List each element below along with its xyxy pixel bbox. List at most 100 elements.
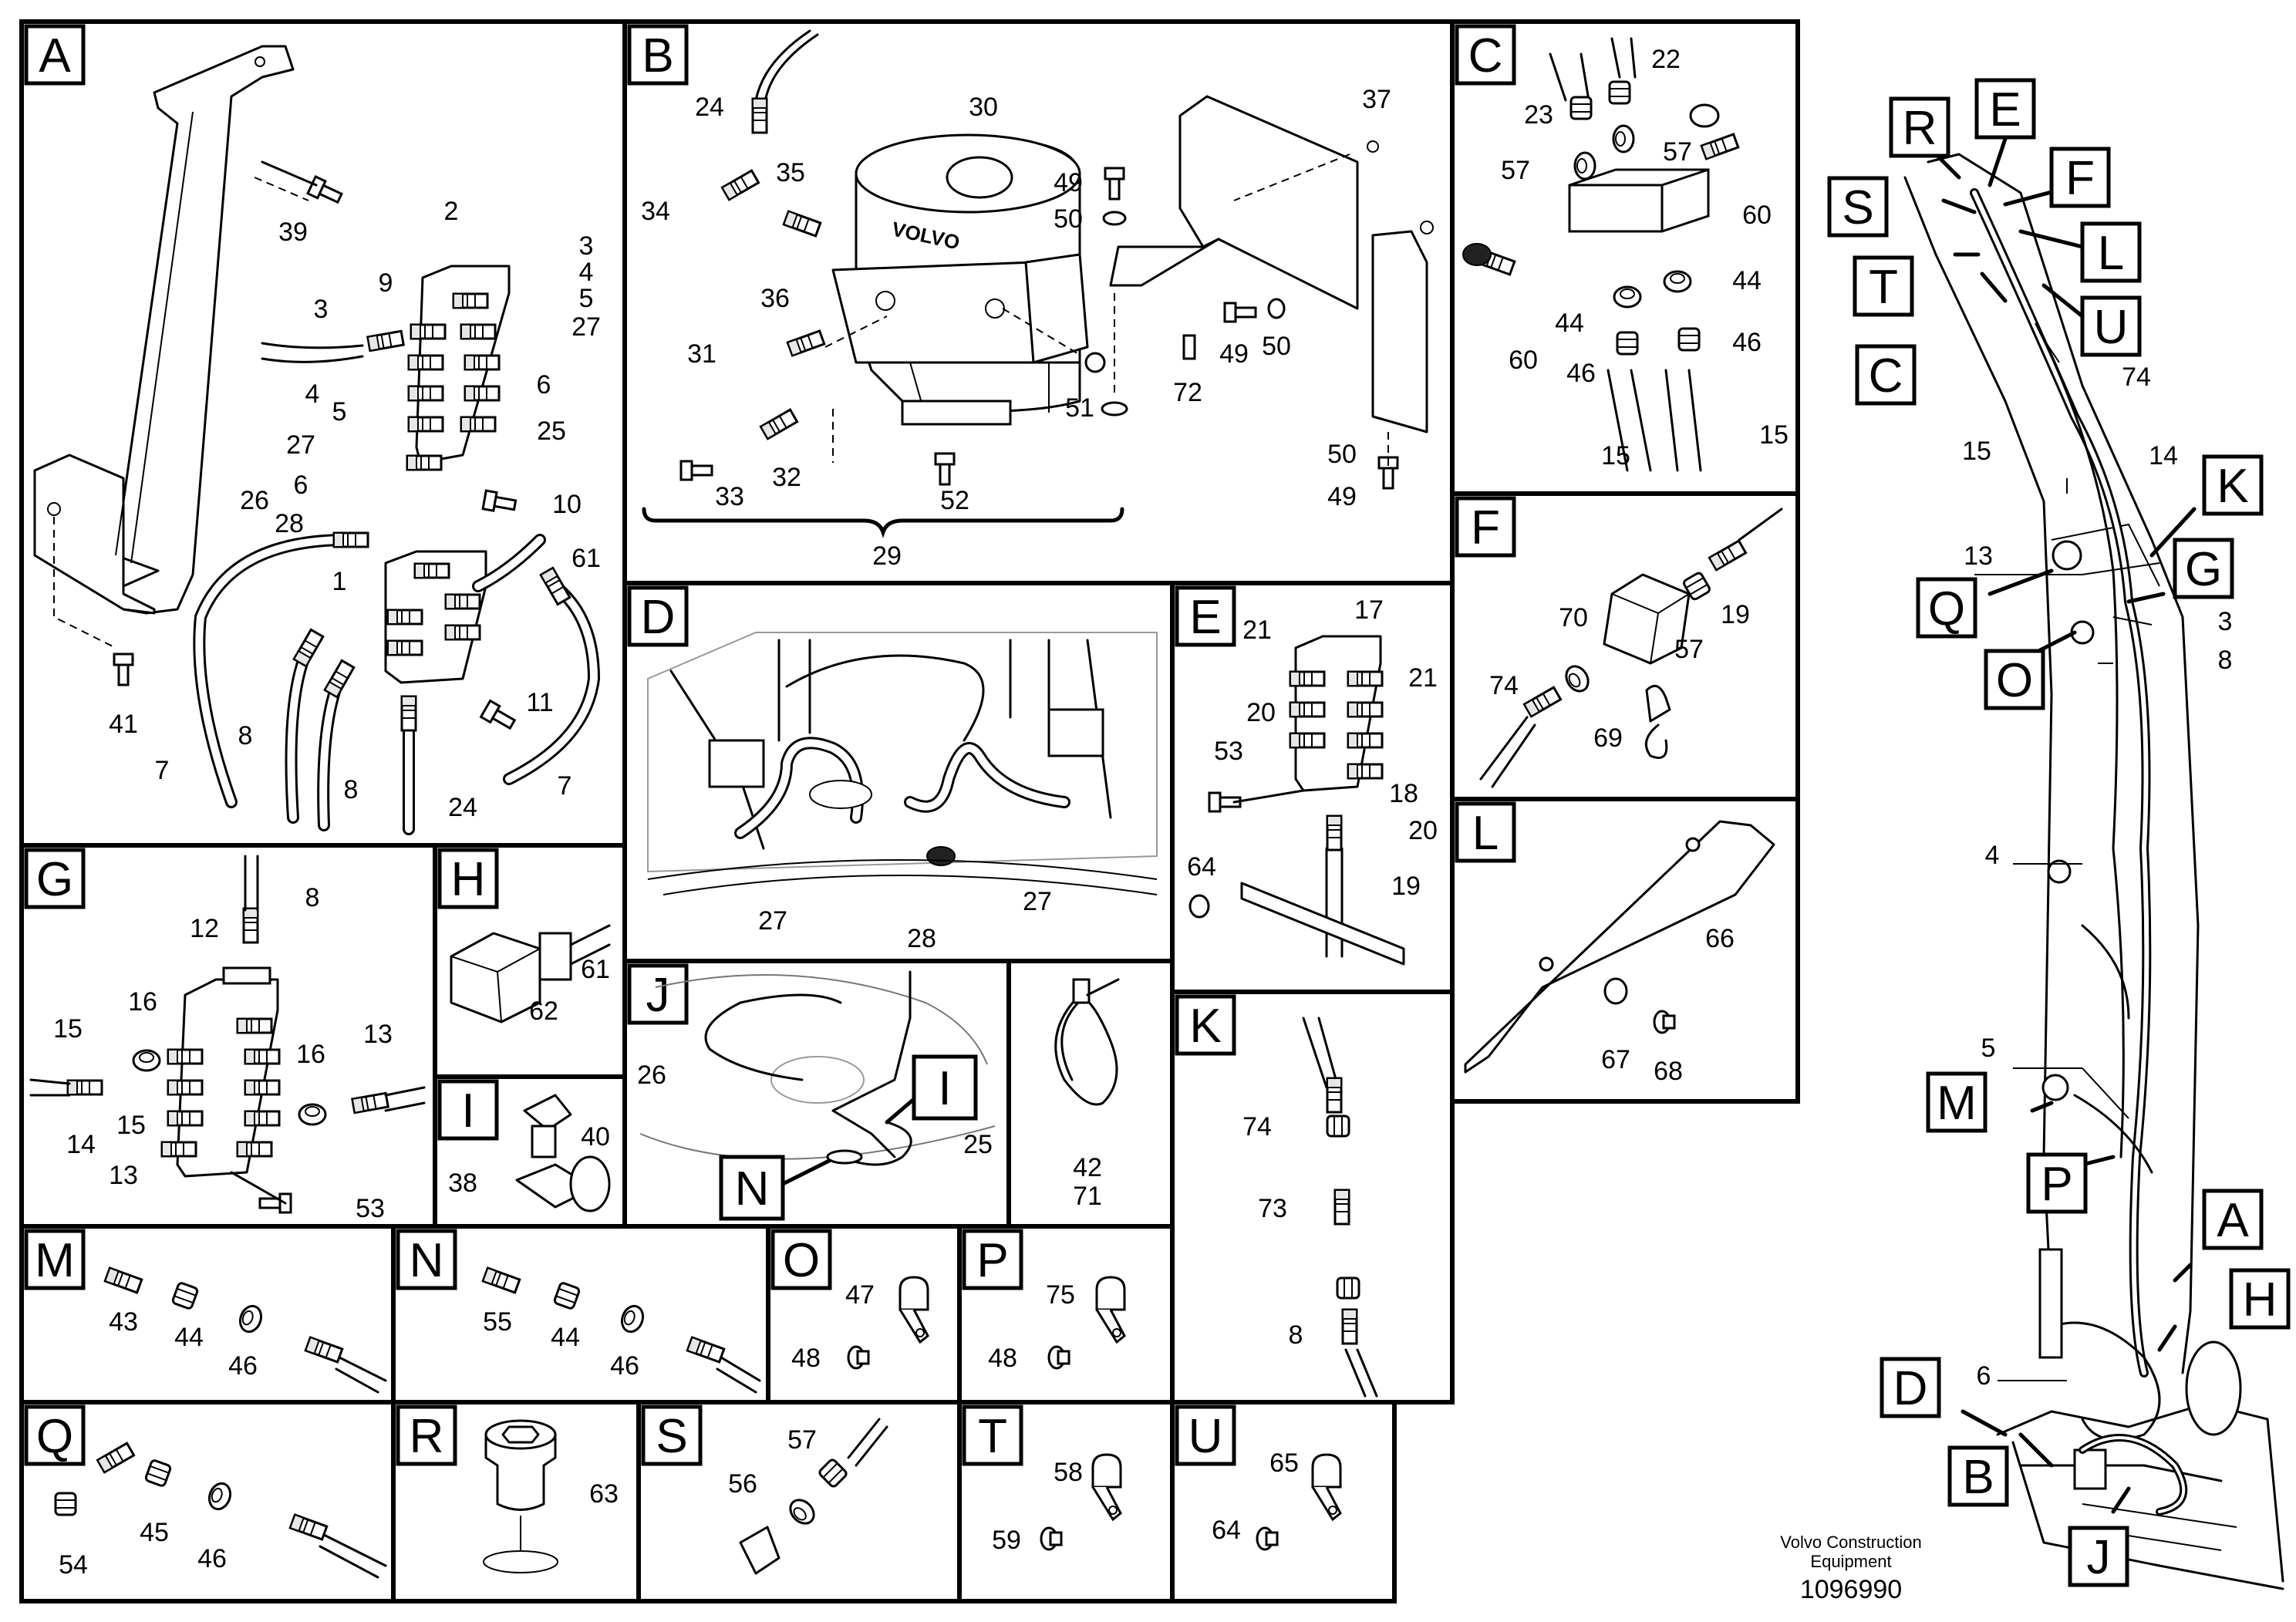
callouts-K: 74 73 8 — [1242, 1112, 1303, 1350]
ov-K: K — [2202, 454, 2264, 516]
callout: 8 — [344, 775, 359, 804]
callout: 13 — [363, 1020, 393, 1049]
panel-D-drawing — [647, 632, 1158, 895]
callout: 25 — [963, 1130, 993, 1159]
overview-labels: R E S F T L C U K Q G O M P A H D B J — [1827, 78, 2291, 1587]
ov-G: G — [2173, 538, 2234, 599]
callout: 41 — [109, 710, 138, 739]
callout: 27 — [571, 312, 601, 342]
callout: 66 — [1705, 924, 1735, 953]
svg-text:M: M — [35, 1234, 75, 1287]
ov-S: S — [1827, 176, 1889, 238]
callout: 8 — [1289, 1320, 1303, 1350]
callout: 9 — [379, 268, 393, 298]
callout: 64 — [1187, 852, 1216, 882]
panel-clamps-drawing — [847, 1276, 1342, 1551]
callout: 7 — [155, 756, 170, 785]
callout: 60 — [1742, 201, 1772, 230]
callout: 17 — [1354, 595, 1384, 625]
label-B: B — [627, 24, 689, 86]
callout: 57 — [1663, 137, 1692, 167]
callout: 14 — [66, 1130, 96, 1159]
panel-L-drawing — [1464, 820, 1775, 1074]
callout: 31 — [687, 339, 716, 369]
callout: 24 — [448, 793, 477, 822]
callout: 32 — [772, 463, 801, 492]
callouts-C: 22 23 57 57 60 44 60 44 46 46 15 15 — [1501, 45, 1789, 470]
callout: 10 — [552, 490, 582, 519]
callout: 49 — [1054, 168, 1083, 197]
label-I-callout — [912, 1054, 978, 1121]
ov-R: R — [1889, 96, 1950, 158]
callouts-MNOP: 43 44 46 55 44 46 47 48 75 48 — [109, 1280, 1075, 1381]
ov-O: O — [1984, 649, 2045, 710]
callout: 74 — [1242, 1112, 1272, 1141]
label-L: L — [1455, 801, 1516, 863]
svg-text:G: G — [2185, 543, 2222, 596]
callout: 34 — [641, 197, 670, 226]
svg-text:I: I — [461, 1084, 474, 1138]
callout: 19 — [1391, 872, 1421, 901]
svg-text:B: B — [1962, 1451, 1994, 1504]
svg-text:F: F — [2065, 152, 2095, 205]
svg-text:P: P — [2041, 1158, 2072, 1211]
callout: 27 — [286, 430, 315, 460]
callout: 56 — [728, 1469, 757, 1499]
svg-text:H: H — [451, 853, 486, 906]
svg-text:L: L — [1472, 807, 1499, 860]
svg-text:Q: Q — [36, 1410, 73, 1463]
callout: 30 — [969, 93, 998, 122]
callout: 13 — [109, 1161, 138, 1190]
callouts-A: 39 2 3 4 5 27 9 3 4 5 27 6 25 26 28 6 10… — [109, 197, 601, 822]
ov-M: M — [1926, 1071, 1988, 1133]
callout: 16 — [128, 987, 157, 1017]
callout: 49 — [1219, 339, 1249, 369]
callout: 50 — [1327, 440, 1357, 469]
svg-text:T: T — [978, 1410, 1007, 1463]
svg-text:S: S — [656, 1410, 687, 1463]
panel-I-drawing — [515, 1094, 611, 1212]
callout: 57 — [1674, 635, 1704, 664]
ov-Q: Q — [1916, 577, 1977, 639]
svg-text:E: E — [1189, 591, 1221, 644]
ov-L: L — [2080, 221, 2142, 283]
callout: 20 — [1246, 698, 1276, 727]
svg-text:R: R — [410, 1410, 444, 1463]
callout: 61 — [571, 544, 601, 573]
label-R: R — [396, 1404, 457, 1466]
ov-F: F — [2049, 147, 2111, 208]
callout: 6 — [294, 470, 308, 500]
callout: 51 — [1065, 393, 1094, 423]
svg-text:U: U — [2094, 301, 2129, 354]
svg-text:N: N — [410, 1234, 444, 1287]
svg-text:F: F — [1471, 501, 1500, 555]
callout: 26 — [240, 486, 269, 515]
callout: 37 — [1362, 85, 1391, 114]
callout: 27 — [758, 906, 787, 936]
callout: 15 — [1759, 420, 1789, 450]
callout: 44 — [1732, 266, 1762, 295]
panel-K-drawing — [1302, 1017, 1378, 1398]
callout: 64 — [1212, 1516, 1241, 1545]
callout: 44 — [551, 1323, 580, 1352]
callouts-QRSTU: 45 46 54 63 57 56 58 59 65 64 — [59, 1425, 1299, 1580]
callout: 6 — [537, 370, 551, 400]
callout: 4 — [579, 258, 594, 287]
callout: 60 — [1509, 346, 1538, 375]
label-K: K — [1175, 994, 1236, 1056]
label-M: M — [24, 1229, 86, 1290]
callout: 21 — [1242, 615, 1272, 645]
cable-tie-drawing — [1054, 978, 1120, 1106]
callouts-F: 70 19 57 74 69 — [1489, 600, 1750, 753]
label-U: U — [1175, 1404, 1236, 1466]
svg-text:D: D — [641, 591, 676, 644]
callout: 45 — [140, 1518, 169, 1547]
svg-text:L: L — [2098, 227, 2124, 280]
callout: 13 — [1964, 541, 1993, 571]
callout: 59 — [992, 1526, 1021, 1555]
ov-J: J — [2068, 1526, 2129, 1587]
callout: 3 — [579, 231, 594, 261]
panel-F-drawing — [1479, 508, 1783, 788]
svg-text:C: C — [1869, 349, 1903, 403]
callout: 42 — [1073, 1153, 1102, 1182]
